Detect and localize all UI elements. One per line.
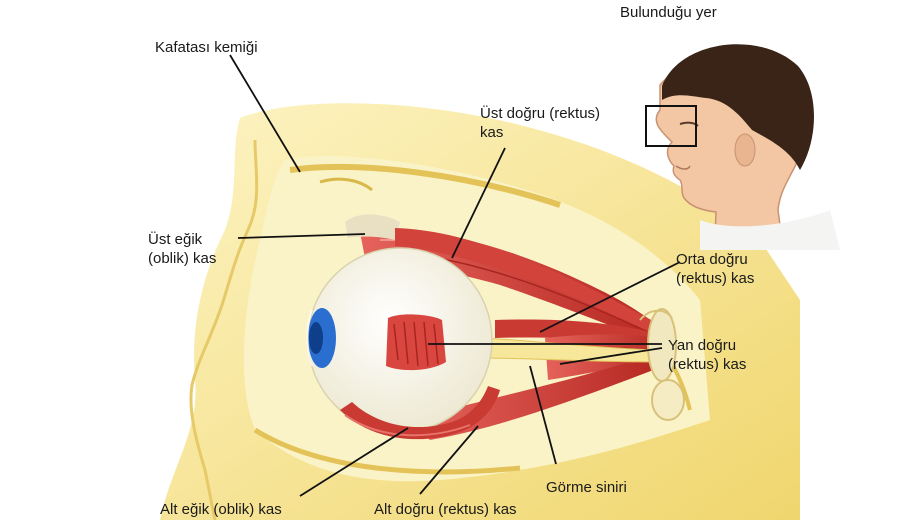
label-lateral-rectus-line1: Yan doğru [668, 336, 746, 355]
label-lateral-rectus-line2: (rektus) kas [668, 355, 746, 374]
label-skull-bone: Kafatası kemiği [155, 38, 258, 57]
inset-title: Bulunduğu yer [620, 3, 717, 22]
label-superior-oblique: Üst eğik (oblik) kas [148, 230, 216, 268]
label-superior-rectus-line1: Üst doğru (rektus) [480, 104, 600, 123]
label-inferior-oblique: Alt eğik (oblik) kas [160, 500, 282, 519]
label-superior-rectus: Üst doğru (rektus) kas [480, 104, 600, 142]
label-superior-oblique-line2: (oblik) kas [148, 249, 216, 268]
rectus-insertion [386, 314, 446, 370]
label-inferior-rectus: Alt doğru (rektus) kas [374, 500, 517, 519]
label-medial-rectus: Orta doğru (rektus) kas [676, 250, 754, 288]
label-superior-oblique-line1: Üst eğik [148, 230, 216, 249]
label-medial-rectus-line1: Orta doğru [676, 250, 754, 269]
label-optic-nerve: Görme siniri [546, 478, 627, 497]
label-medial-rectus-line2: (rektus) kas [676, 269, 754, 288]
label-superior-rectus-line2: kas [480, 123, 600, 142]
label-lateral-rectus: Yan doğru (rektus) kas [668, 336, 746, 374]
